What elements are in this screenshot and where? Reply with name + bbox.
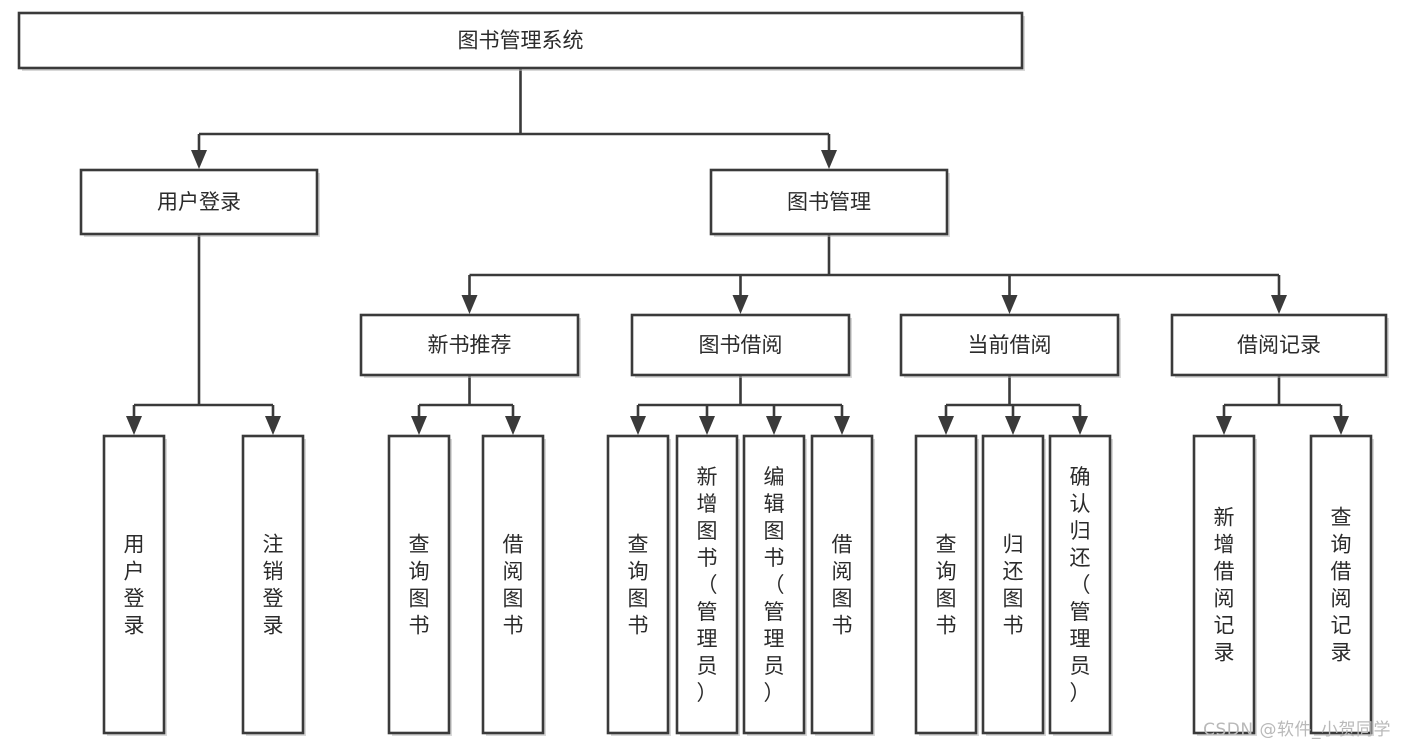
node-leaf-edit-book[interactable]: 编辑图书（管理员）	[742, 434, 807, 736]
node-label: 查询图书	[936, 533, 957, 638]
node-label: 图书借阅	[699, 333, 783, 357]
node-leaf-confirm-return[interactable]: 确认归还（管理员）	[1048, 434, 1113, 736]
node-label: 新书推荐	[428, 333, 512, 357]
node-current-borrow[interactable]: 当前借阅	[899, 313, 1121, 378]
node-label: 图书管理系统	[458, 29, 584, 53]
node-label: 新增图书（管理员）	[697, 465, 718, 705]
node-leaf-query-book-1[interactable]: 查询图书	[387, 434, 452, 736]
node-book-manage[interactable]: 图书管理	[709, 168, 950, 237]
node-label: 注销登录	[263, 533, 284, 638]
node-leaf-query-book-2[interactable]: 查询图书	[606, 434, 671, 736]
node-borrow-record[interactable]: 借阅记录	[1170, 313, 1389, 378]
node-label: 查询图书	[628, 533, 649, 638]
node-leaf-logout[interactable]: 注销登录	[241, 434, 306, 736]
node-label: 当前借阅	[968, 333, 1052, 357]
node-label: 归还图书	[1003, 533, 1024, 638]
node-leaf-borrow-book-1[interactable]: 借阅图书	[481, 434, 546, 736]
node-leaf-add-book[interactable]: 新增图书（管理员）	[675, 434, 740, 736]
node-leaf-add-record[interactable]: 新增借阅记录	[1192, 434, 1257, 736]
node-root[interactable]: 图书管理系统	[17, 11, 1025, 71]
node-new-book-recommend[interactable]: 新书推荐	[359, 313, 581, 378]
node-label: 查询图书	[409, 533, 430, 638]
node-user-login[interactable]: 用户登录	[79, 168, 320, 237]
node-label: 用户登录	[157, 190, 241, 214]
csdn-watermark: CSDN @软件_小贺同学	[1203, 720, 1391, 740]
node-label: 编辑图书（管理员）	[764, 465, 785, 705]
node-label: 确认归还（管理员）	[1070, 465, 1091, 705]
node-label: 图书管理	[787, 190, 871, 214]
edges-layer	[126, 68, 1349, 435]
node-label: 新增借阅记录	[1214, 506, 1235, 665]
node-label: 借阅记录	[1237, 333, 1321, 357]
node-leaf-query-record[interactable]: 查询借阅记录	[1309, 434, 1374, 736]
node-label: 查询借阅记录	[1331, 506, 1352, 665]
node-leaf-return-book[interactable]: 归还图书	[981, 434, 1046, 736]
node-leaf-query-book-3[interactable]: 查询图书	[914, 434, 979, 736]
node-label: 用户登录	[124, 533, 145, 638]
node-leaf-borrow-book-2[interactable]: 借阅图书	[810, 434, 875, 736]
node-label: 借阅图书	[503, 533, 524, 638]
node-label: 借阅图书	[832, 533, 853, 638]
nodes-layer: 图书管理系统用户登录图书管理新书推荐图书借阅当前借阅借阅记录用户登录注销登录查询…	[17, 11, 1389, 736]
node-leaf-user-login[interactable]: 用户登录	[102, 434, 167, 736]
node-book-borrow[interactable]: 图书借阅	[630, 313, 852, 378]
